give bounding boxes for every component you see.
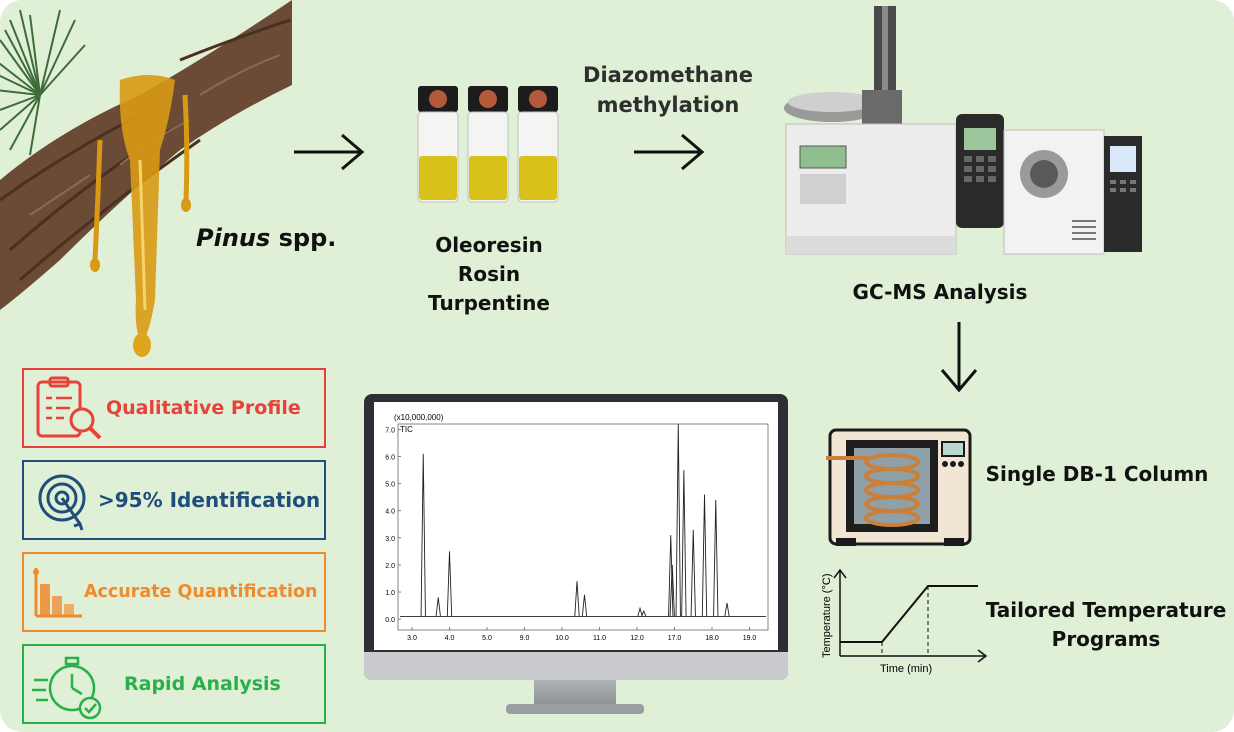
pine-needles-icon <box>0 9 86 156</box>
y-tick-label: 1.0 <box>385 590 395 597</box>
chromatogram-peak <box>420 453 426 617</box>
feature-label: Rapid Analysis <box>124 673 281 695</box>
x-tick-label: 11.0 <box>593 635 606 642</box>
sample-type: Oleoresin <box>435 233 543 257</box>
clipboard-analysis-icon <box>36 376 102 440</box>
chromatogram-peak <box>675 423 681 617</box>
monitor-stand <box>534 680 616 706</box>
chromatogram-peak <box>724 602 730 617</box>
sample-types-list: Oleoresin Rosin Turpentine <box>414 231 564 318</box>
x-tick-label: 9.0 <box>520 635 530 642</box>
y-tick-label: 3.0 <box>385 536 395 543</box>
chromatogram-peak <box>713 499 719 617</box>
species-label: Pinus spp. <box>196 224 337 252</box>
temperature-program-plot: Time (min) Temperature (°C) <box>821 568 988 675</box>
sample-type: Rosin <box>457 262 521 286</box>
chromatogram-peak <box>637 606 643 617</box>
temperature-axis-label: Temperature (°C) <box>821 574 833 658</box>
plot-frame <box>397 423 769 631</box>
feature-qualitative-profile: Qualitative Profile <box>22 368 326 448</box>
temperature-label: Tailored Temperature Programs <box>985 598 1227 651</box>
feature-identification: >95% Identification <box>22 460 326 540</box>
feature-label: Accurate Quantification <box>84 582 318 602</box>
monitor-base <box>506 704 644 714</box>
vial-icon <box>467 86 509 203</box>
arrow-down-icon <box>940 322 978 393</box>
chart-title: TIC <box>400 425 413 434</box>
x-tick-label: 3.0 <box>407 635 417 642</box>
vial-icon <box>517 86 559 203</box>
target-icon <box>38 474 86 531</box>
feature-rapid-analysis: Rapid Analysis <box>22 644 326 724</box>
gc-oven-column-icon <box>826 428 972 546</box>
y-tick-label: 2.0 <box>385 563 395 570</box>
chromatogram-peak <box>574 581 580 617</box>
feature-label: Qualitative Profile <box>106 397 301 419</box>
x-tick-label: 18.0 <box>705 635 719 642</box>
chromatogram-peak <box>668 535 674 617</box>
monitor: (x10,000,000) TIC 0.0 1.0 2.0 3.0 4.0 5.0 6.0 7… <box>364 394 788 680</box>
chromatogram: (x10,000,000) TIC 0.0 1.0 2.0 3.0 4.0 5.0 6.0 7… <box>385 413 769 642</box>
y-tick-label: 5.0 <box>385 482 395 489</box>
chromatogram-peak <box>435 597 441 617</box>
gcms-instrument-image <box>784 6 1142 255</box>
pine-resin-image <box>0 0 292 357</box>
bar-chart-icon <box>33 568 82 618</box>
chromatogram-peak <box>681 470 687 617</box>
chromatogram-peak <box>641 609 647 617</box>
chromatogram-peak <box>581 594 588 617</box>
feature-quantification: Accurate Quantification <box>22 552 326 632</box>
time-axis-label: Time (min) <box>880 663 932 675</box>
sample-type: Turpentine <box>428 291 550 315</box>
x-tick-label: 5.0 <box>482 635 492 642</box>
monitor-screen: (x10,000,000) TIC 0.0 1.0 2.0 3.0 4.0 5.0 6.0 7… <box>374 402 778 650</box>
vial-icon <box>417 86 459 203</box>
x-tick-label: 19.0 <box>743 635 757 642</box>
sample-vials-image <box>417 86 559 203</box>
chart-scale-label: (x10,000,000) <box>394 413 444 422</box>
y-tick-label: 0.0 <box>385 617 395 624</box>
arrow-right-icon <box>294 133 365 171</box>
chromatogram-peak <box>690 529 696 617</box>
monitor-chin <box>364 652 788 680</box>
arrow-right-icon <box>634 133 705 171</box>
x-tick-label: 17.0 <box>668 635 682 642</box>
instrument-label: GC-MS Analysis <box>852 280 1028 304</box>
chromatogram-peak <box>446 551 453 617</box>
stopwatch-icon <box>32 656 102 720</box>
y-tick-label: 7.0 <box>385 427 395 434</box>
feature-label: >95% Identification <box>98 488 321 512</box>
column-label: Single DB-1 Column <box>985 462 1209 486</box>
derivatization-label: Diazomethane methylation <box>583 63 753 117</box>
chromatogram-peak <box>701 494 708 617</box>
x-tick-label: 12.0 <box>630 635 644 642</box>
y-tick-label: 6.0 <box>385 455 395 462</box>
y-tick-label: 4.0 <box>385 509 395 516</box>
x-tick-label: 10.0 <box>555 635 569 642</box>
chromatogram-peak <box>669 564 675 617</box>
x-tick-label: 4.0 <box>445 635 455 642</box>
